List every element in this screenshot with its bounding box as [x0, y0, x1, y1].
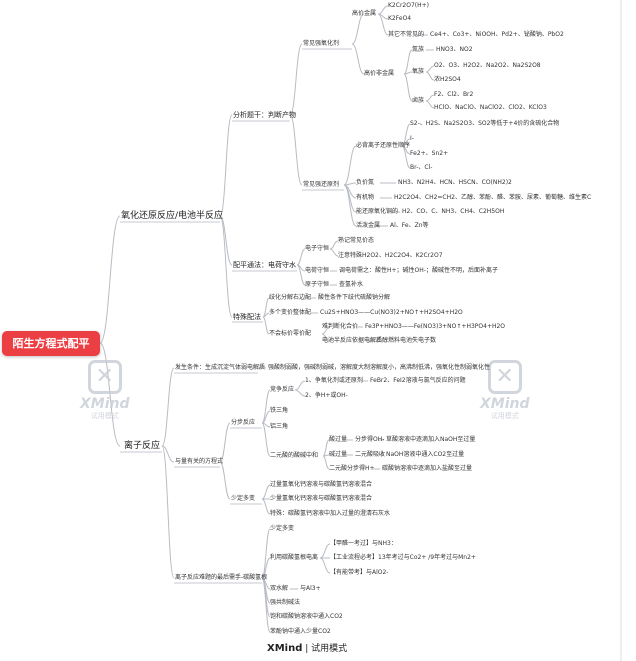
item-organic-list[interactable]: H2C2O4、CH2=CH2、乙醇、苯酚、醛、苯胺、尿素、葡萄糖、维生素C: [394, 194, 592, 201]
branch-ionic[interactable]: 离子反应: [124, 441, 161, 451]
item-nitrogen-list[interactable]: HNO3、NO2: [436, 46, 473, 53]
topic-amount[interactable]: 与量有关的方程式: [175, 458, 224, 465]
item-base-excess-step[interactable]: 二元酸吸收: [355, 451, 386, 458]
footer-brand: XMind | 试用模式: [267, 643, 348, 654]
item-lm1[interactable]: 过量氢氧化钙溶液与碳酸氢钙溶液混合: [270, 481, 373, 488]
item-lm3[interactable]: 特殊：碳酸氢钙溶液中加入过量的澄清石灰水: [270, 510, 391, 517]
item-halogen-list1[interactable]: F2、Cl2、Br2: [434, 91, 474, 98]
item-co2-1[interactable]: 饱和碳酸钠溶液中通入CO2: [270, 613, 343, 620]
root-topic[interactable]: 陌生方程式配平: [2, 331, 100, 356]
item-unknown[interactable]: 不会标价零价配: [269, 330, 312, 337]
branch-redox[interactable]: 氧化还原反应/电池半反应: [121, 211, 224, 221]
topic-anions[interactable]: 必背离子还原性顺序: [356, 142, 411, 149]
item-double[interactable]: 双水解: [270, 585, 289, 592]
item-acid-step-desc[interactable]: 草酸溶液中逐滴加入NaOH至过量: [386, 436, 476, 443]
item-valence[interactable]: 熟记常见价态: [338, 237, 375, 244]
topic-high-metal[interactable]: 高价金属: [352, 10, 377, 17]
item-charge-desc[interactable]: 调电荷需之：酸性H+；碱性OH-；酸碱性不明，后面补离子: [339, 267, 498, 274]
item-charge[interactable]: 电荷守恒: [305, 267, 330, 274]
item-double-desc[interactable]: 与Al3+: [300, 585, 321, 592]
item-dibasic[interactable]: 二元酸的酸碱中和: [270, 452, 319, 459]
topic-reducers[interactable]: 常见强还原剂: [303, 181, 340, 188]
item-few-more[interactable]: 少定多变: [270, 525, 295, 532]
item-competing[interactable]: 竞争反应: [270, 386, 295, 393]
item-disp[interactable]: 歧化分解右边配: [269, 294, 312, 301]
watermark-left: ✕ XMind 试用模式: [80, 360, 130, 420]
topic-hard[interactable]: 离子反应难题的最后需手-碳酸氢根: [175, 574, 268, 581]
item-al3[interactable]: 铝三角: [270, 423, 289, 430]
topic-oxidizers[interactable]: 常见强氧化剂: [303, 40, 340, 47]
item-gas-list[interactable]: H2、CO、C、NH3、CH4、C2H5OH: [402, 208, 505, 215]
item-h3[interactable]: 【有能带考】与AlO2-: [330, 569, 389, 576]
item-lm2[interactable]: 少量氢氧化钙溶液与碳酸氢钙溶液混合: [270, 495, 373, 502]
item-comp2[interactable]: 2、争H+或OH-: [305, 392, 348, 399]
item-atom[interactable]: 原子守恒: [305, 281, 330, 288]
item-comp1[interactable]: 1、争氧化剂或还原剂: [305, 377, 363, 384]
item-metals[interactable]: 活泼金属: [356, 222, 381, 229]
item-i-minus[interactable]: I-: [410, 135, 414, 142]
item-oxygen[interactable]: 氧族: [412, 68, 425, 75]
item-anion-list[interactable]: S2-、H2S、Na2S2O3、SO2等低于+4价的含硫化合物: [410, 120, 560, 127]
item-electron[interactable]: 电子守恒: [305, 245, 330, 252]
topic-balance[interactable]: 配平通法：电荷守水: [233, 261, 296, 269]
item-acid-step[interactable]: 分步得OH-: [355, 436, 385, 443]
topic-analysis[interactable]: 分析题干：判断产物: [233, 111, 296, 119]
item-condition-desc[interactable]: 强酸制弱酸，强碱制弱碱，溶解度大制溶解度小，高沸制低沸，强氧化性制弱氧化性: [268, 364, 491, 371]
item-multi-desc[interactable]: Cu2S+HNO3——Cu(NO3)2+NO↑+H2SO4+H2O: [320, 309, 463, 316]
item-unknown1[interactable]: 难判断化合价: [322, 323, 359, 330]
item-k2feo4[interactable]: K2FeO4: [388, 15, 412, 22]
right-scrollbar[interactable]: [620, 0, 622, 661]
footer-brand-name: XMind: [267, 643, 303, 654]
item-weak-acid[interactable]: 强共制碱法: [270, 599, 301, 606]
item-co2-2[interactable]: 苯酚钠中通入少量CO2: [270, 628, 331, 635]
item-iron3[interactable]: 铁三角: [270, 407, 289, 414]
xmind-logo-icon: ✕: [487, 360, 522, 394]
watermark-right: ✕ XMind 试用模式: [480, 360, 530, 420]
item-low-valent-list[interactable]: NH3、N2H4、HCN、HSCN、CO(NH2)2: [398, 179, 512, 186]
item-disp-desc[interactable]: 酸性条件下歧代硫酸钠分解: [318, 294, 391, 301]
topic-high-nonmetal[interactable]: 高价非金属: [364, 70, 395, 77]
item-gas-reducers[interactable]: 能还原氧化铜的: [356, 208, 399, 215]
item-halogen-list2[interactable]: HClO、NaClO、NaClO2、ClO2、KClO3: [434, 104, 547, 111]
item-hydrolysis[interactable]: 利用碳酸氢根电离: [270, 554, 319, 561]
item-h1[interactable]: 【甲醛一考过】与NH3：: [330, 540, 397, 547]
item-comp1-desc[interactable]: FeBr2、FeI2溶液与氯气反应的问题: [370, 377, 466, 384]
item-base-excess[interactable]: 碱过量: [329, 451, 348, 458]
topic-special[interactable]: 特殊配法: [233, 313, 261, 321]
item-metal-list[interactable]: Al、Fe、Zn等: [390, 222, 429, 229]
item-nitrogen[interactable]: 氮族: [412, 46, 425, 53]
item-base-step[interactable]: 二元酸分步得H+: [329, 465, 375, 472]
item-note-special[interactable]: 注意特殊: [338, 252, 363, 259]
item-other-rare[interactable]: 其它不常见的: [388, 31, 425, 38]
topic-condition[interactable]: 发生条件：生成沉淀气体弱电解质: [175, 364, 266, 371]
item-atom-desc[interactable]: 查氢补水: [339, 281, 364, 288]
xmind-logo-icon: ✕: [87, 360, 122, 394]
footer-mode: 试用模式: [311, 644, 348, 654]
item-base-excess-desc[interactable]: NaOH溶液中通入CO2至过量: [386, 451, 465, 458]
item-fe2[interactable]: Fe2+、Sn2+: [410, 150, 449, 157]
item-other-rare-list[interactable]: Ce4+、Co3+、NiOOH、Pd2+、铋酸钠、PbO2: [430, 31, 564, 38]
topic-little-more[interactable]: 少定多变: [231, 495, 256, 502]
item-base-step-desc[interactable]: 碳酸钠溶液中逐滴加入盐酸至过量: [382, 465, 473, 472]
item-unknown2-desc[interactable]: 乙醇燃料电池失电子数: [376, 337, 437, 344]
item-organic[interactable]: 有机物: [356, 194, 375, 201]
item-acid-excess[interactable]: 酸过量: [329, 436, 348, 443]
item-br-cl[interactable]: Br-、Cl-: [410, 164, 433, 171]
item-halogen[interactable]: 卤族: [412, 97, 425, 104]
item-h2[interactable]: 【工业流程必考】13年考过与Co2+ /9年考过与Mn2+: [330, 554, 476, 561]
item-h2so4[interactable]: 浓H2SO4: [434, 76, 461, 83]
topic-stepwise[interactable]: 分步反应: [231, 419, 256, 426]
item-low-valent[interactable]: 负价氮: [356, 179, 375, 186]
item-unknown2[interactable]: 电池半反应依据电解质: [322, 337, 383, 344]
item-oxygen-list[interactable]: O2、O3、H2O2、Na2O2、Na2S2O8: [434, 62, 541, 69]
item-multi[interactable]: 多个变价整体配: [269, 309, 312, 316]
item-k2cr2o7[interactable]: K2Cr2O7(H+): [388, 2, 429, 9]
item-special-list[interactable]: H2O2、H2C2O4、K2Cr2O7: [362, 252, 443, 259]
item-unknown1-desc[interactable]: Fe3P+HNO3——Fe(NO3)3+NO↑+H3PO4+H2O: [365, 323, 506, 330]
